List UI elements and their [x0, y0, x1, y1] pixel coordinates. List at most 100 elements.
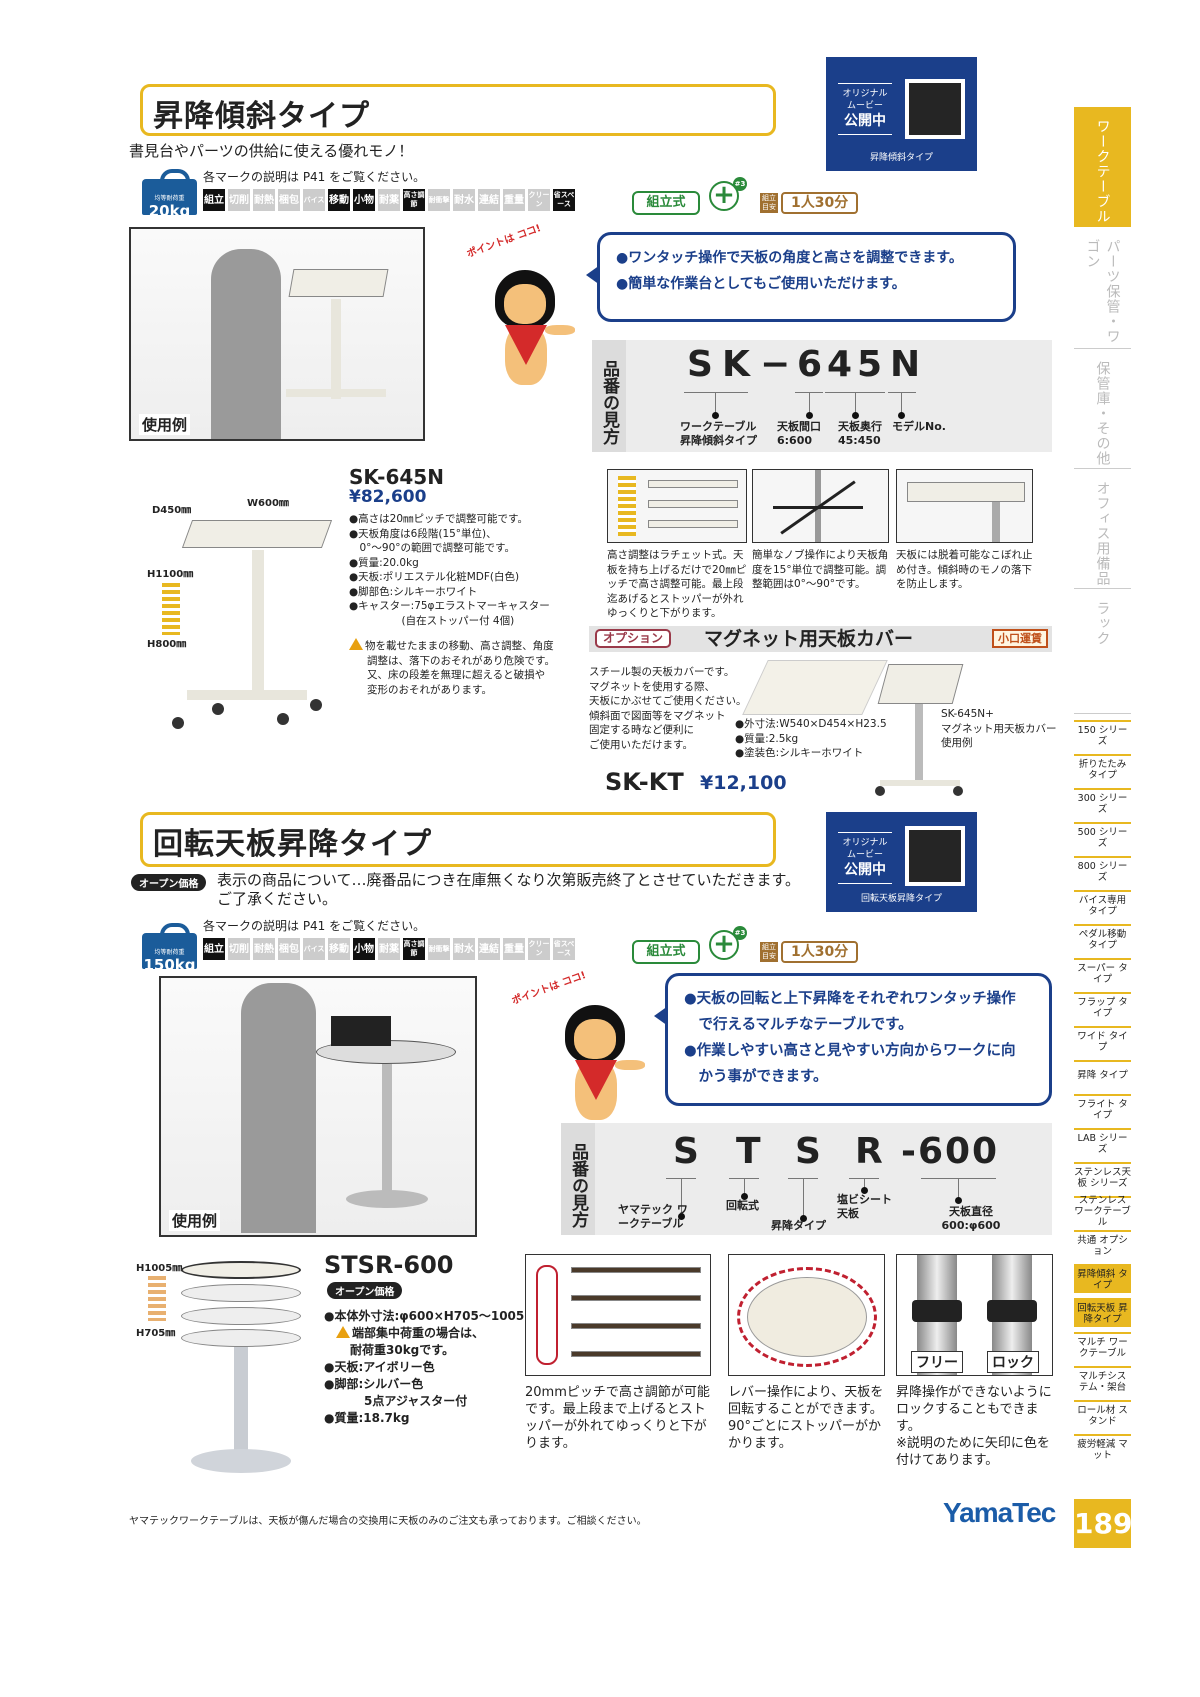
model-sk645n: SK-645N	[349, 465, 444, 489]
section1-subtitle: 書見台やパーツの供給に使える優れモノ！	[129, 142, 414, 160]
feature-mark: 移動	[328, 938, 350, 960]
sidebar-subtab[interactable]: マルチ ワークテーブル	[1074, 1332, 1131, 1361]
sidebar-subtab[interactable]: バイス専用 タイプ	[1074, 890, 1131, 919]
sidebar-subtab[interactable]: フライト タイプ	[1074, 1094, 1131, 1123]
feature-mark: 切削	[228, 189, 250, 211]
model-sk-kt: SK-KT	[605, 768, 684, 796]
product-drawing-stsr600: H1005㎜ H705㎜	[136, 1259, 321, 1474]
sidebar-subtab[interactable]: ペダル移動 タイプ	[1074, 924, 1131, 953]
text-line: ご使用いただけます。	[589, 738, 693, 751]
open-price-badge: オープン価格	[131, 874, 207, 891]
movie-qr-box-2[interactable]: オリジナル ムービー公開中 回転天板昇降タイプ	[826, 812, 977, 912]
side-tab-storage[interactable]: 保管庫・その他	[1074, 349, 1131, 469]
feature-mark: 組立	[203, 189, 225, 211]
feature-mark: 耐熱	[253, 189, 275, 211]
mascot-1	[490, 270, 580, 400]
text-line: ●塗装色:シルキーホワイト	[735, 747, 864, 759]
feature-mark: 切削	[228, 938, 250, 960]
feature-mark: 高さ調節	[403, 189, 425, 211]
sidebar-subtab[interactable]: 500 シリーズ	[1074, 822, 1131, 851]
movie-label: オリジナル ムービー公開中	[838, 83, 892, 135]
sidebar-subtab[interactable]: LAB シリーズ	[1074, 1128, 1131, 1157]
qr-code[interactable]	[905, 826, 965, 886]
option-specs: ●外寸法:W540×D454×H23.5●質量:2.5kg●塗装色:シルキーホワ…	[735, 717, 887, 761]
feature-mark: バイス	[303, 938, 325, 960]
text-line: マグネットを使用する際、	[589, 680, 715, 693]
feature-mark: 小物	[353, 938, 375, 960]
movie-qr-box-1[interactable]: オリジナル ムービー公開中 昇降傾斜タイプ	[826, 57, 977, 171]
text-line: ●質量:20.0kg	[349, 556, 419, 569]
part-number-guide-2: 品番の見方 S T S R -600 ヤマテック ワークテーブル 回転式 昇降タ…	[561, 1123, 1052, 1235]
point-label-1: ポイントは ココ!	[465, 222, 543, 261]
sidebar-subtab[interactable]: ステンレス ワークテーブル	[1074, 1195, 1131, 1228]
detail-photo-angle	[752, 469, 889, 543]
part-number-guide-1: 品番の見方 S K − 6 4 5 N ワークテーブル 昇降傾斜タイプ 天板間口…	[592, 340, 1052, 452]
feature-mark: バイス	[303, 189, 325, 211]
feature-mark: 耐水	[453, 938, 475, 960]
feature-mark: 連結	[478, 938, 500, 960]
text-line: スチール製の天板カバーです。	[589, 666, 735, 678]
sidebar-subtab[interactable]: ワイド タイプ	[1074, 1026, 1131, 1055]
detail-photo-edge-stop	[896, 469, 1033, 543]
detail-photo-height-2	[525, 1254, 711, 1376]
feature-mark: 梱包	[278, 189, 300, 211]
feature-marks-2: 組立切削耐熱梱包バイス移動小物耐薬高さ調節耐衝撃耐水連結重量クリーン省スペース	[203, 938, 575, 960]
specs-sk645n: ●高さは20㎜ピッチで調整可能です。●天板角度は6段階(15°単位)、 0°～9…	[349, 512, 550, 628]
feature-mark: 耐熱	[253, 938, 275, 960]
feature-mark: 耐薬	[378, 938, 400, 960]
model-stsr600: STSR-600	[324, 1251, 454, 1279]
sidebar-subtab[interactable]: スーパー タイプ	[1074, 958, 1131, 987]
detail-caption-lock: 昇降操作ができないようにロックすることもできます。※説明のために矢印に色を付けて…	[896, 1385, 1052, 1468]
assembly-badge-2: 組立式	[632, 940, 700, 964]
marks-note-2: 各マークの説明は P41 をご覧ください。	[203, 919, 426, 933]
detail-photo-rotation	[728, 1254, 885, 1376]
feature-mark: 重量	[503, 189, 525, 211]
text-line: ●天板角度は6段階(15°単位)、	[349, 527, 497, 540]
product-drawing-sk645n: D450㎜ W600㎜ H1100㎜ H800㎜	[142, 485, 333, 745]
detail-photo-lock: フリー ロック	[896, 1254, 1053, 1376]
warning-icon	[349, 638, 363, 650]
sidebar-subtab[interactable]: 800 シリーズ	[1074, 856, 1131, 885]
sidebar-subtab[interactable]: 回転天板 昇降タイプ	[1074, 1298, 1131, 1327]
sidebar-subtab[interactable]: 300 シリーズ	[1074, 788, 1131, 817]
sidebar-subtab[interactable]: フラップ タイプ	[1074, 992, 1131, 1021]
sidebar-subtab[interactable]: 昇降 タイプ	[1074, 1060, 1131, 1089]
side-tab-office[interactable]: オフィス用備品	[1074, 469, 1131, 589]
feature-mark: 移動	[328, 189, 350, 211]
sidebar-subtab[interactable]: ロール材 スタンド	[1074, 1400, 1131, 1429]
mascot-2	[560, 1005, 650, 1135]
feature-mark: 省スペース	[553, 938, 575, 960]
sidebar-subtab[interactable]: 150 シリーズ	[1074, 720, 1131, 749]
qr-code[interactable]	[905, 79, 965, 139]
feature-mark: 連結	[478, 189, 500, 211]
side-tab-rack[interactable]: ラック	[1074, 589, 1131, 714]
text-line: 傾斜面で図面等をマグネット	[589, 709, 726, 722]
feature-mark: 省スペース	[553, 189, 575, 211]
feature-mark: 耐水	[453, 189, 475, 211]
specs-stsr600: ●本体外寸法:φ600×H705～1005 端部集中荷重の場合は、 耐荷重30k…	[324, 1309, 525, 1425]
side-tab-work-table[interactable]: ワークテーブル	[1074, 107, 1131, 227]
sidebar-subtab[interactable]: マルチシス テム・架台	[1074, 1366, 1131, 1395]
sidebar-subtab[interactable]: ステンレス天板 シリーズ	[1074, 1162, 1131, 1191]
usage-photo-2: 使用例	[159, 976, 477, 1237]
sidebar-subtab[interactable]: 疲労軽減 マット	[1074, 1434, 1131, 1463]
feature-mark: 組立	[203, 938, 225, 960]
feature-mark: 耐衝撃	[428, 189, 450, 211]
magnet-cover-image	[742, 660, 888, 715]
text-line: ●質量:2.5kg	[735, 732, 799, 745]
text-line: ●脚部色:シルキーホワイト	[349, 585, 478, 598]
page-number: 189	[1074, 1499, 1132, 1548]
qr-caption: 回転天板昇降タイプ	[860, 893, 942, 904]
sidebar-subtab[interactable]: 共通 オプション	[1074, 1230, 1131, 1259]
text-line: (自在ストッパー付 4個)	[349, 614, 515, 627]
option-description: スチール製の天板カバーです。マグネットを使用する際、天板にかぶせてご使用ください…	[589, 665, 747, 752]
side-tab-parts-wagon[interactable]: パーツ保管・ワゴン	[1074, 227, 1131, 349]
detail-caption-height-2: 20mmピッチで高さ調節が可能です。最上段まで上げるとストッパーが外れてゆっくり…	[525, 1385, 710, 1451]
text-line: 固定する時など便利に	[589, 724, 694, 736]
point-label-2: ポイントは ココ!	[510, 969, 588, 1008]
sidebar-subtab[interactable]: 折りたたみ タイプ	[1074, 754, 1131, 783]
sidebar-subtab[interactable]: 昇降傾斜 タイプ	[1074, 1264, 1131, 1293]
